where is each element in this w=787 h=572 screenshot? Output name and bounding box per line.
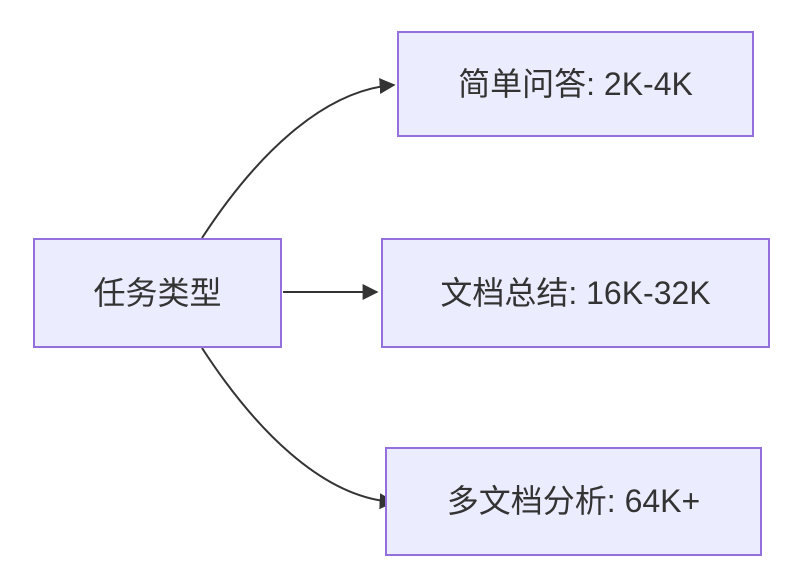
node-multidoc-analysis-label: 多文档分析: 64K+ [446,483,701,520]
node-multidoc-analysis: 多文档分析: 64K+ [385,447,762,556]
node-simple-qa-label: 简单问答: 2K-4K [458,65,693,102]
node-task-type: 任务类型 [33,238,282,348]
edge-root-to-multidoc [201,347,396,510]
node-doc-summary-label: 文档总结: 16K-32K [440,274,711,311]
edge-root-to-qa [201,78,396,239]
node-simple-qa: 简单问答: 2K-4K [397,31,754,137]
node-task-type-label: 任务类型 [93,274,222,311]
node-doc-summary: 文档总结: 16K-32K [381,238,770,348]
